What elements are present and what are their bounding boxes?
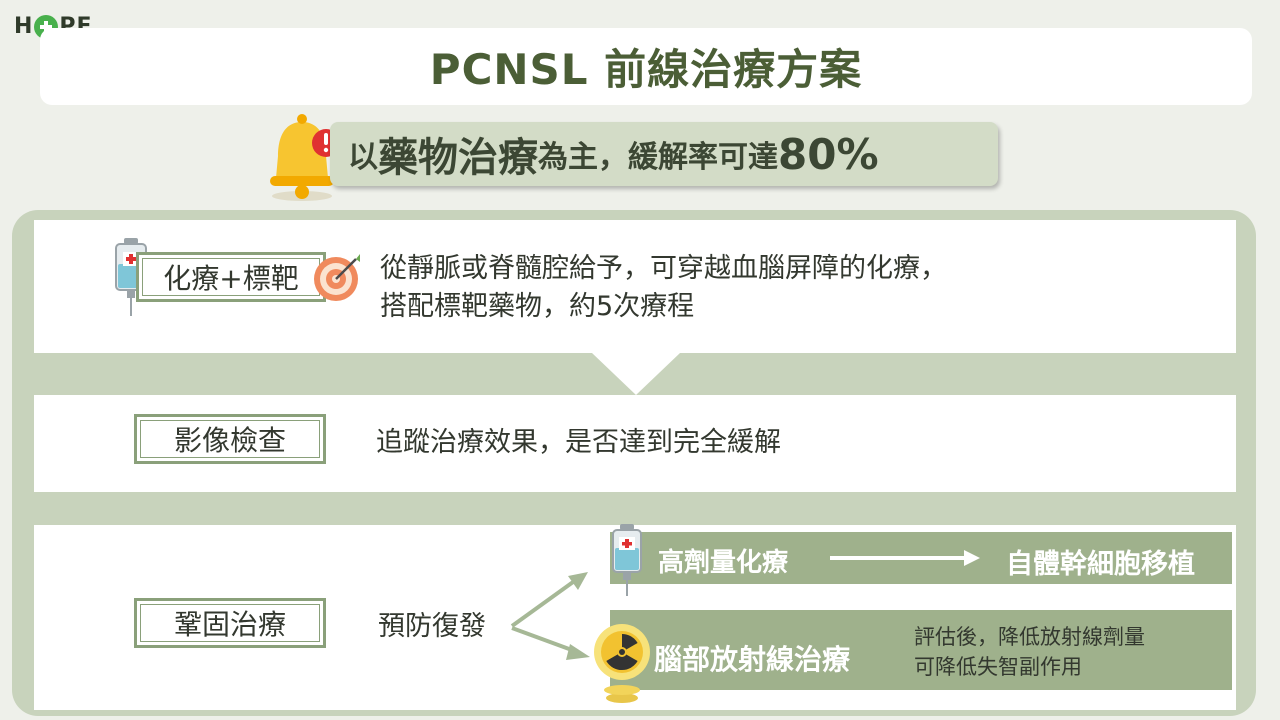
banner-text-4: 80% <box>778 129 879 179</box>
logo-letter-h: H <box>14 14 34 39</box>
banner-text-2: 藥物治療 <box>378 135 538 181</box>
branch-result-stem-cell: 自體幹細胞移植 <box>1006 549 1195 580</box>
step-label-imaging: 影像檢查 <box>134 414 326 464</box>
banner-text-3: 為主，緩解率可達 <box>538 140 778 175</box>
step-desc-1-line-2: 搭配標靶藥物，約5次療程 <box>380 291 695 322</box>
radiation-icon <box>594 624 650 703</box>
branch-high-dose-chemo: 高劑量化療 自體幹細胞移植 <box>610 532 1232 584</box>
branch-note-line-1: 評估後，降低放射線劑量 <box>914 625 1145 649</box>
page-title: PCNSL 前線治療方案 <box>429 45 863 94</box>
step-desc-2: 追蹤治療效果，是否達到完全緩解 <box>376 427 781 458</box>
branch-label-high-dose-chemo: 高劑量化療 <box>658 548 789 578</box>
step-desc-1: 從靜脈或脊髓腔給予，可穿越血腦屏障的化療， 搭配標靶藥物，約5次療程 <box>380 250 947 326</box>
branch-label-brain-radiation: 腦部放射線治療 <box>654 643 851 676</box>
branch-note-line-2: 可降低失智副作用 <box>914 655 1082 679</box>
title-box: PCNSL 前線治療方案 <box>40 28 1252 105</box>
target-icon <box>314 254 360 301</box>
step-label-consolidation: 鞏固治療 <box>134 598 326 648</box>
step-desc-3: 預防復發 <box>378 611 486 642</box>
arrow-right-icon <box>830 550 980 566</box>
branch-note: 評估後，降低放射線劑量 可降低失智副作用 <box>914 622 1145 682</box>
step-label-chemo-targeted: 化療+標靶 <box>136 252 326 302</box>
banner-text-1: 以 <box>348 140 378 175</box>
iv-bag-icon <box>612 524 642 596</box>
step-desc-1-line-1: 從靜脈或脊髓腔給予，可穿越血腦屏障的化療， <box>380 253 947 284</box>
branch-brain-radiation: 腦部放射線治療 評估後，降低放射線劑量 可降低失智副作用 <box>610 610 1232 690</box>
